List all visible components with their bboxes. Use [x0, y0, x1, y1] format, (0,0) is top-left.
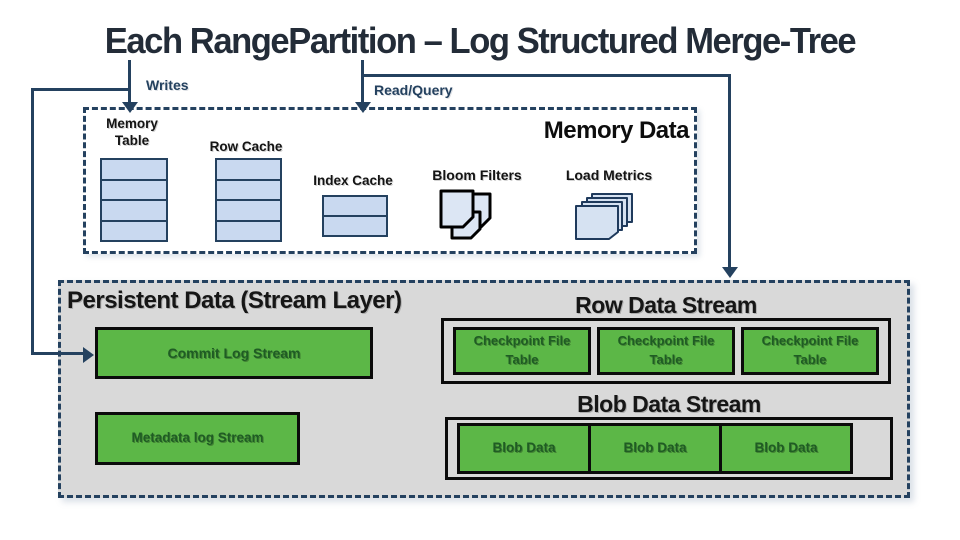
memory-table-icon	[100, 158, 168, 242]
bloom-filters-stacked-pages-icon	[439, 189, 492, 240]
blob-data-box: Blob Data	[457, 423, 591, 474]
commit-log-arrowhead-icon	[83, 347, 94, 363]
read-query-label: Read/Query	[374, 82, 453, 98]
writes-label: Writes	[146, 77, 189, 93]
load-metrics-label: Load Metrics	[565, 167, 653, 183]
blob-data-stream-heading: Blob Data Stream	[577, 391, 761, 417]
commit-log-connector-line-bottom	[31, 352, 85, 355]
checkpoint-file-table-box: Checkpoint File Table	[741, 327, 879, 375]
row-cache-label: Row Cache	[209, 139, 283, 154]
writes-arrowhead-icon	[122, 102, 138, 113]
slide-title: Each RangePartition – Log Structured Mer…	[104, 20, 857, 61]
memory-data-panel: Memory Data Memory Table Row Cache Index…	[83, 107, 697, 254]
row-data-stream-heading: Row Data Stream	[575, 292, 757, 318]
metadata-log-stream-box: Metadata log Stream	[95, 412, 300, 465]
blob-data-box: Blob Data	[588, 423, 722, 474]
blob-data-stream-container: Blob Data Blob Data Blob Data	[445, 417, 893, 480]
index-cache-table-icon	[322, 195, 388, 237]
persistent-data-heading: Persistent Data (Stream Layer)	[67, 287, 402, 314]
commit-log-connector-line	[31, 88, 34, 355]
checkpoint-file-table-box: Checkpoint File Table	[453, 327, 591, 375]
index-cache-label: Index Cache	[313, 173, 393, 188]
blob-data-box: Blob Data	[719, 423, 853, 474]
bloom-filters-label: Bloom Filters	[432, 167, 522, 183]
memory-table-label: Memory Table	[106, 116, 158, 148]
checkpoint-file-table-box: Checkpoint File Table	[597, 327, 735, 375]
read-query-connector-line	[361, 60, 364, 108]
row-data-stream-container: Checkpoint File Table Checkpoint File Ta…	[441, 318, 891, 384]
read-query-branch-line	[361, 74, 731, 77]
writes-branch-line	[31, 88, 131, 91]
writes-connector-line	[128, 60, 131, 108]
read-query-arrowhead-icon	[355, 102, 371, 113]
persistent-connector-line	[728, 74, 731, 270]
commit-log-stream-box: Commit Log Stream	[95, 327, 373, 379]
persistent-data-panel: Persistent Data (Stream Layer) Commit Lo…	[58, 280, 910, 498]
row-cache-table-icon	[215, 158, 282, 242]
memory-data-heading: Memory Data	[543, 117, 690, 144]
load-metrics-stacked-pages-icon	[575, 193, 633, 240]
persistent-arrowhead-icon	[722, 267, 738, 278]
